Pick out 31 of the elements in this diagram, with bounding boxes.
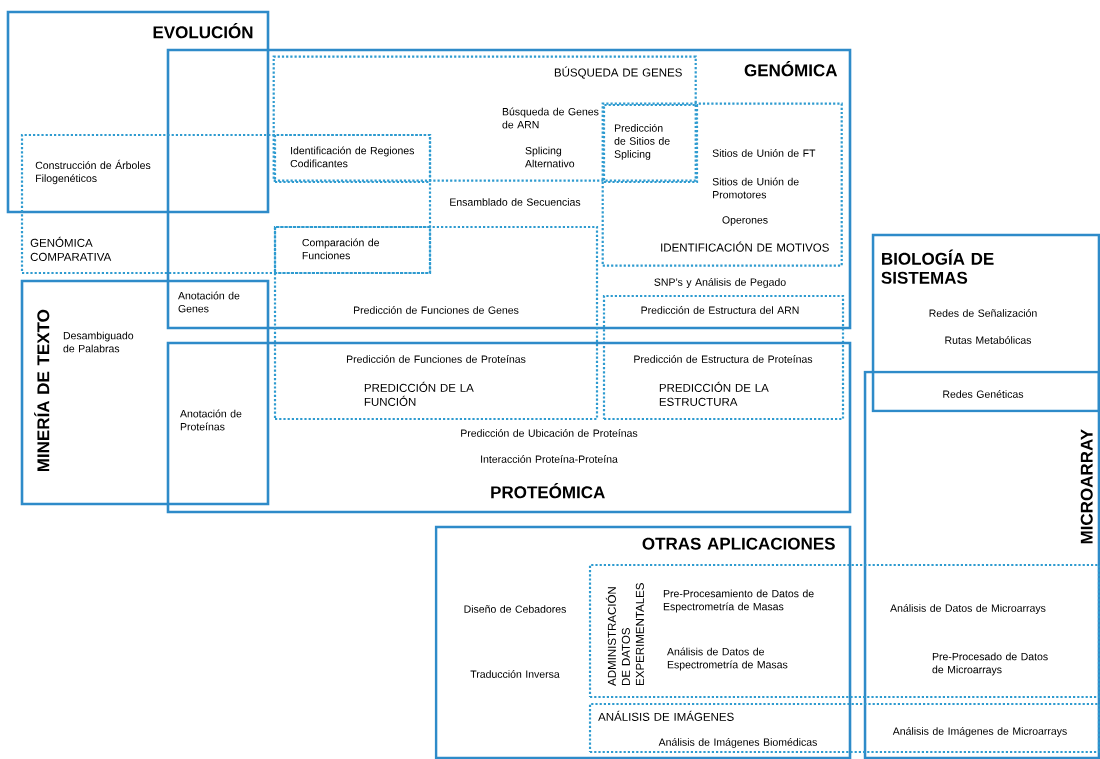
- region-item-text: Anotación de Proteínas: [180, 409, 242, 431]
- dotted-region-box: Predicción de Sitios de Splicing: [602, 103, 699, 184]
- region-item-text: Operones: [722, 216, 768, 226]
- region-item-text: Ensamblado de Secuencias: [450, 198, 581, 206]
- region-item-text: Redes Genéticas: [943, 390, 1024, 398]
- region-item-text: Predicción de Ubicación de Proteínas: [461, 429, 638, 437]
- region-item-text: Sitios de Unión de FT: [712, 149, 816, 157]
- region-item-text: Construcción de Árboles Filogenéticos: [35, 159, 151, 185]
- dotted-region-box: Comparación de Funciones: [273, 225, 432, 275]
- region-item-text: Análisis de Datos de Microarrays: [890, 604, 1046, 614]
- region-item-text: Pre-Procesamiento de Datos de Espectrometría de Masas: [663, 589, 814, 613]
- region-item-text: Traducción Inversa: [470, 670, 560, 678]
- region-item-text: Anotación de Genes: [178, 291, 240, 313]
- region-item-text: Predicción de Funciones de Proteínas: [347, 355, 526, 363]
- region-item-text: Diseño de Cebadores: [464, 605, 566, 613]
- region-item-text: Análisis de Imágenes Biomédicas: [658, 738, 817, 748]
- region-item-text: Predicción de Funciones de Genes: [354, 306, 519, 314]
- region-item-text: Búsqueda de Genes de ARN: [502, 107, 599, 129]
- region-item-text: SNP’s y Análisis de Pegado: [654, 278, 786, 288]
- region-item-text: Predicción de Estructura de Proteínas: [634, 355, 813, 363]
- dotted-region-box: Identificación de Regiones Codificantes: [273, 133, 432, 184]
- region-item-text: Pre-Procesado de Datos de Microarrays: [932, 652, 1048, 676]
- region-item-text: Desambiguado de Palabras: [63, 331, 134, 353]
- region-item-text: Sitios de Unión de Promotores: [712, 177, 799, 199]
- region-item-text: Análisis de Datos de Espectrometría de Masas: [667, 647, 788, 671]
- region-item-text: Rutas Metabólicas: [945, 336, 1032, 344]
- region-item-text: Redes de Señalización: [929, 309, 1037, 317]
- region-item-text: Predicción de Estructura del ARN: [641, 306, 799, 314]
- region-item-text: Interacción Proteína-Proteína: [481, 455, 618, 463]
- region-item-text: Análisis de Imágenes de Microarrays: [892, 727, 1067, 737]
- region-item-text: Splicing Alternativo: [525, 146, 575, 168]
